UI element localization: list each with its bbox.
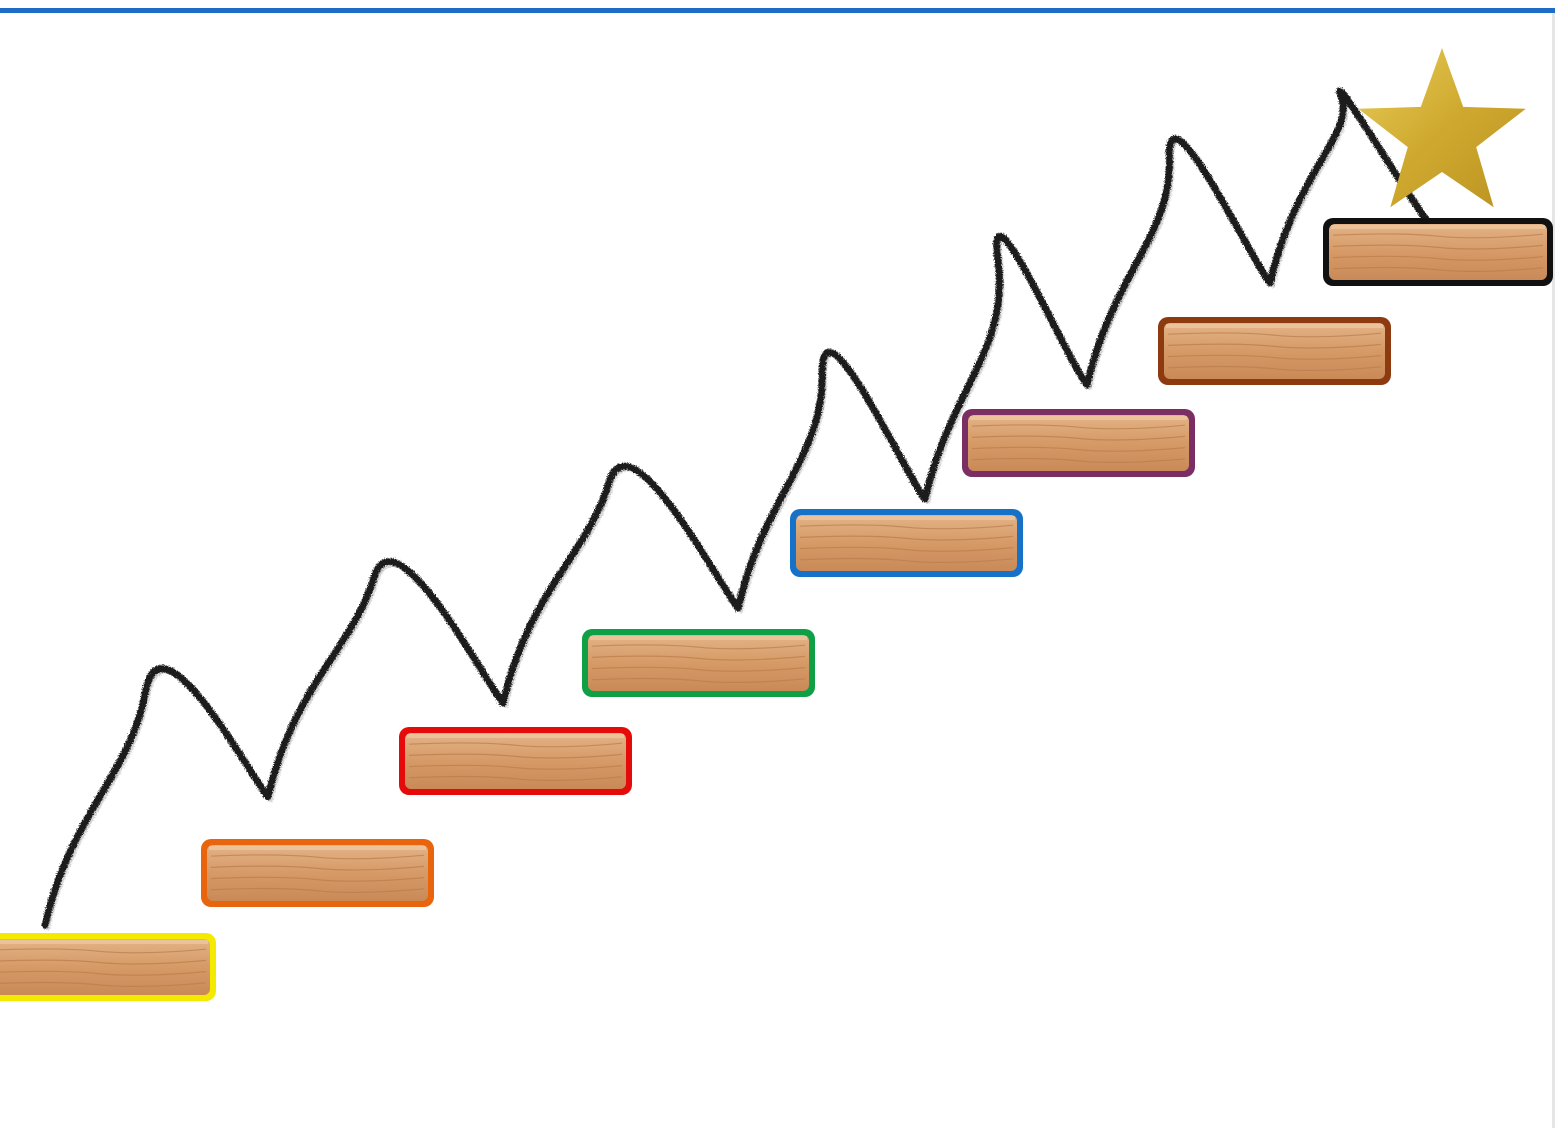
step-1 bbox=[0, 933, 216, 1001]
step-7-highlight bbox=[1166, 324, 1383, 328]
wood-grain-line bbox=[971, 446, 1186, 452]
wood-grain-line bbox=[1167, 354, 1382, 360]
step-7 bbox=[1158, 317, 1391, 385]
hop-path-line bbox=[41, 87, 1432, 929]
step-6-wood bbox=[968, 415, 1189, 471]
steps-group bbox=[0, 218, 1553, 1001]
step-2-highlight bbox=[209, 846, 426, 850]
step-2 bbox=[201, 839, 434, 907]
wood-grain-line bbox=[971, 435, 1186, 441]
wood-grain-line bbox=[408, 764, 623, 770]
step-3-wood bbox=[405, 733, 626, 789]
wood-grain-line bbox=[408, 742, 623, 748]
step-2-wood bbox=[207, 845, 428, 901]
step-1-highlight bbox=[0, 940, 208, 944]
wood-grain-line bbox=[0, 981, 207, 987]
goal-group bbox=[1358, 48, 1526, 208]
step-3-highlight bbox=[407, 734, 624, 738]
wood-grain-line bbox=[1167, 343, 1382, 349]
wood-grain-line bbox=[971, 424, 1186, 430]
wood-grain-line bbox=[591, 655, 806, 661]
step-5-highlight bbox=[798, 516, 1015, 520]
wood-grain-line bbox=[1167, 365, 1382, 371]
step-1-wood bbox=[0, 939, 210, 995]
step-4-wood bbox=[588, 635, 809, 691]
wood-grain-line bbox=[0, 970, 207, 976]
step-7-wood bbox=[1164, 323, 1385, 379]
step-5 bbox=[790, 509, 1023, 577]
hop-path-shadow bbox=[46, 92, 1433, 930]
wood-grain-line bbox=[210, 854, 425, 860]
wood-grain-line bbox=[210, 876, 425, 882]
wood-grain-line bbox=[799, 557, 1014, 563]
wood-grain-line bbox=[591, 677, 806, 683]
right-edge-divider bbox=[1552, 13, 1555, 1128]
wood-grain-line bbox=[799, 546, 1014, 552]
step-8-wood bbox=[1329, 224, 1547, 280]
hop-path bbox=[41, 87, 1433, 930]
wood-grain-line bbox=[210, 865, 425, 871]
step-4 bbox=[582, 629, 815, 697]
wood-grain-line bbox=[1167, 332, 1382, 338]
step-6 bbox=[962, 409, 1195, 477]
wood-grain-line bbox=[0, 959, 207, 965]
wood-grain-line bbox=[799, 535, 1014, 541]
step-5-wood bbox=[796, 515, 1017, 571]
wood-grain-line bbox=[408, 753, 623, 759]
wood-grain-line bbox=[799, 524, 1014, 530]
wood-grain-line bbox=[971, 457, 1186, 463]
step-6-highlight bbox=[970, 416, 1187, 420]
wood-grain-line bbox=[210, 887, 425, 893]
wood-grain-line bbox=[591, 666, 806, 672]
step-3 bbox=[399, 727, 632, 795]
wood-grain-line bbox=[1332, 244, 1544, 250]
wood-grain-line bbox=[0, 948, 207, 954]
step-4-highlight bbox=[590, 636, 807, 640]
wood-grain-line bbox=[1332, 266, 1544, 272]
wood-grain-line bbox=[1332, 233, 1544, 239]
gold-star-icon bbox=[1358, 48, 1526, 208]
step-8-highlight bbox=[1331, 225, 1545, 229]
wood-grain-line bbox=[591, 644, 806, 650]
top-divider bbox=[0, 8, 1555, 13]
wood-grain-line bbox=[408, 775, 623, 781]
step-8 bbox=[1323, 218, 1553, 286]
wood-grain-line bbox=[1332, 255, 1544, 261]
